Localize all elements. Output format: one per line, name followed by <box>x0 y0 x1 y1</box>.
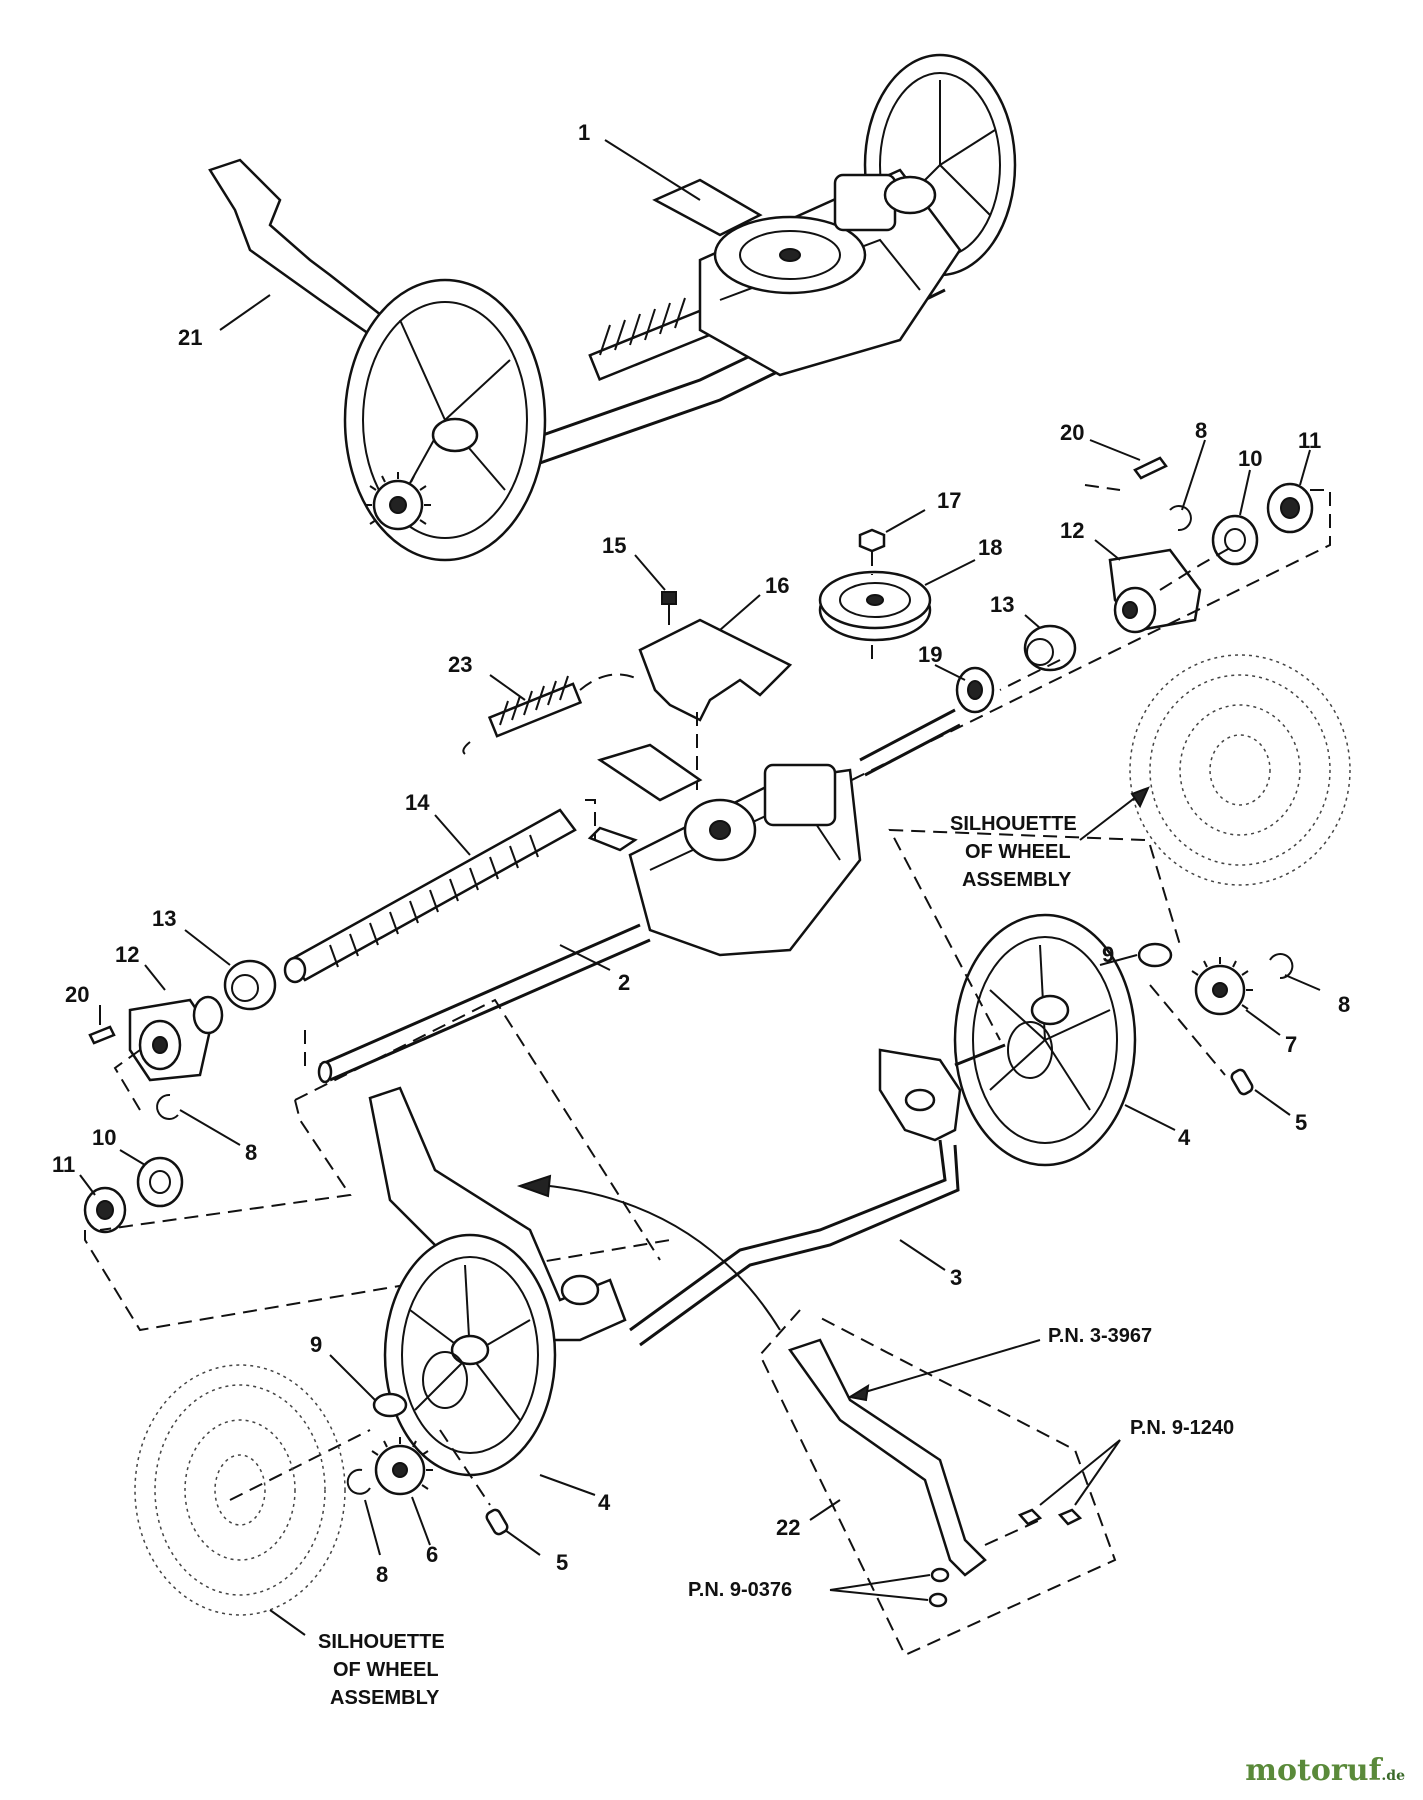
top-handle-bracket <box>208 158 402 347</box>
callout-labels: 1 21 20 8 10 11 17 18 15 16 12 13 23 19 … <box>52 120 1350 1587</box>
callout-13b: 13 <box>152 906 176 931</box>
middle-gearbox <box>587 743 862 957</box>
callout-7: 7 <box>1285 1032 1297 1057</box>
callout-4: 4 <box>1178 1125 1191 1150</box>
callout-8b: 8 <box>1338 992 1350 1017</box>
housing-left <box>128 995 224 1082</box>
callout-18: 18 <box>978 535 1002 560</box>
top-assembly <box>208 53 1017 562</box>
sprocket-6 <box>371 1437 433 1496</box>
pulley <box>818 570 932 642</box>
axle-rod <box>629 1043 1006 1347</box>
callout-4b: 4 <box>598 1490 611 1515</box>
top-gearbox <box>652 168 962 377</box>
washer-10-right <box>1211 514 1259 566</box>
silhouette-right-line3: ASSEMBLY <box>962 869 1072 891</box>
pin-5-bottom <box>485 1508 509 1536</box>
threaded-rod <box>283 808 577 984</box>
housing-right <box>1108 548 1202 634</box>
silhouette-right-line1: SILHOUETTE <box>950 813 1077 835</box>
callout-11: 11 <box>1298 428 1321 453</box>
silhouette-left-line1: SILHOUETTE <box>318 1631 445 1653</box>
callout-5: 5 <box>1295 1110 1307 1135</box>
clip-8-bottom <box>346 1468 371 1495</box>
silhouette-left-line2: OF WHEEL <box>333 1659 439 1681</box>
watermark-tld: .de <box>1381 1768 1405 1784</box>
callout-6: 6 <box>426 1542 438 1567</box>
watermark-brand: motoruf <box>1245 1753 1382 1788</box>
spring <box>462 673 641 755</box>
callout-15: 15 <box>602 533 626 558</box>
callout-13: 13 <box>990 592 1014 617</box>
notes: SILHOUETTE OF WHEEL ASSEMBLY SILHOUETTE … <box>318 813 1234 1709</box>
nut-17 <box>858 528 886 553</box>
callout-8d: 8 <box>376 1562 388 1587</box>
washer-9-bottom <box>372 1392 408 1418</box>
silhouette-wheel-left <box>134 1364 346 1616</box>
callout-9: 9 <box>1102 942 1114 967</box>
silhouette-left-line3: ASSEMBLY <box>330 1687 440 1709</box>
callout-23: 23 <box>448 652 472 677</box>
bearing-11-right <box>1266 482 1314 534</box>
bolt-15 <box>661 591 677 625</box>
bushing-left <box>223 959 277 1011</box>
middle-right-wheel <box>953 913 1137 1167</box>
pin-5-right <box>1230 1068 1254 1096</box>
pn-9-0376: P.N. 9-0376 <box>688 1579 792 1601</box>
callout-12: 12 <box>1060 518 1084 543</box>
callout-1: 1 <box>578 120 590 145</box>
pn-bracket-assembly <box>787 1338 1083 1608</box>
clip-8-mid-right <box>1269 953 1294 980</box>
rotate-arrow <box>539 1184 781 1331</box>
sprocket-7 <box>1191 957 1253 1016</box>
middle-exploded <box>83 456 1351 1347</box>
callout-22: 22 <box>776 1515 800 1540</box>
bolt-20-right <box>1133 456 1168 480</box>
top-sprocket <box>365 472 431 531</box>
clip-8-right <box>1169 505 1192 532</box>
pn-3-3967: P.N. 3-3967 <box>1048 1325 1152 1347</box>
bearing-11-left <box>83 1186 127 1234</box>
clip-8-left <box>156 1093 179 1120</box>
pn-9-1240: P.N. 9-1240 <box>1130 1417 1234 1439</box>
bottom-wheel <box>383 1233 557 1477</box>
callout-21: 21 <box>178 325 202 350</box>
washer-9-right <box>1137 942 1173 968</box>
callout-12b: 12 <box>115 942 139 967</box>
callout-20: 20 <box>1060 420 1084 445</box>
silhouette-wheel-right <box>1129 654 1351 886</box>
bracket <box>638 618 793 722</box>
bolt-20-left <box>88 1025 116 1045</box>
watermark: motoruf.de <box>1245 1753 1405 1788</box>
leader-lines <box>79 139 1321 1636</box>
callout-14: 14 <box>405 790 430 815</box>
callout-10: 10 <box>1238 446 1262 471</box>
callout-8c: 8 <box>245 1140 257 1165</box>
callout-9b: 9 <box>310 1332 322 1357</box>
callout-11b: 11 <box>52 1152 75 1177</box>
silhouette-right-line2: OF WHEEL <box>965 841 1071 863</box>
top-left-wheel <box>343 278 547 562</box>
callout-16: 16 <box>765 573 789 598</box>
callout-10b: 10 <box>92 1125 116 1150</box>
bushing-right <box>1023 624 1077 672</box>
bottom-assembly <box>134 1086 1117 1657</box>
callout-2: 2 <box>618 970 630 995</box>
callout-17: 17 <box>937 488 961 513</box>
washer-10-left <box>136 1156 184 1208</box>
callout-20b: 20 <box>65 982 89 1007</box>
callout-8: 8 <box>1195 418 1207 443</box>
callout-19: 19 <box>918 642 942 667</box>
bearing-19 <box>955 666 995 714</box>
callout-3: 3 <box>950 1265 962 1290</box>
callout-5b: 5 <box>556 1550 568 1575</box>
